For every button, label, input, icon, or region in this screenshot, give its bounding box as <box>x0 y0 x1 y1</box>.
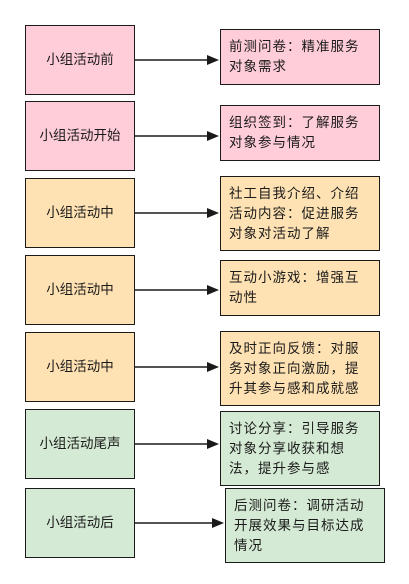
stage-box-during-2: 小组活动中 <box>25 255 135 325</box>
stage-box-ending: 小组活动尾声 <box>25 409 135 479</box>
stage-box-after: 小组活动后 <box>25 488 135 558</box>
detail-box-game: 互动小游戏：增强互动性 <box>220 260 380 316</box>
detail-text: 社工自我介绍、介绍活动内容：促进服务对象对活动了解 <box>229 185 360 242</box>
connector-arrow <box>135 518 224 528</box>
detail-box-signin: 组织签到：了解服务对象参与情况 <box>220 105 380 161</box>
detail-box-pretest: 前测问卷：精准服务对象需求 <box>220 29 380 85</box>
connector-arrow <box>135 131 219 141</box>
detail-box-discussion: 讨论分享：引导服务对象分享收获和想法，提升参与感 <box>220 411 380 486</box>
stage-box-during-3: 小组活动中 <box>25 332 135 402</box>
detail-text: 及时正向反馈：对服务对象正向激励，提升其参与感和成就感 <box>229 340 360 397</box>
connector-arrow <box>135 439 219 449</box>
detail-box-introduction: 社工自我介绍、介绍活动内容：促进服务对象对活动了解 <box>220 176 380 251</box>
detail-box-posttest: 后测问卷：调研活动开展效果与目标达成情况 <box>225 488 385 563</box>
detail-text: 讨论分享：引导服务对象分享收获和想法，提升参与感 <box>229 420 360 477</box>
stage-box-before: 小组活动前 <box>25 25 135 95</box>
connector-arrow <box>135 208 219 218</box>
detail-text: 互动小游戏：增强互动性 <box>229 270 360 306</box>
detail-text: 组织签到：了解服务对象参与情况 <box>229 115 360 151</box>
detail-text: 后测问卷：调研活动开展效果与目标达成情况 <box>234 497 365 554</box>
stage-box-during-1: 小组活动中 <box>25 178 135 248</box>
connector-arrow <box>135 55 219 65</box>
stage-box-start: 小组活动开始 <box>25 101 135 171</box>
detail-text: 前测问卷：精准服务对象需求 <box>229 39 360 75</box>
detail-box-feedback: 及时正向反馈：对服务对象正向激励，提升其参与感和成就感 <box>220 331 380 406</box>
connector-arrow <box>135 285 219 295</box>
connector-arrow <box>135 362 219 372</box>
